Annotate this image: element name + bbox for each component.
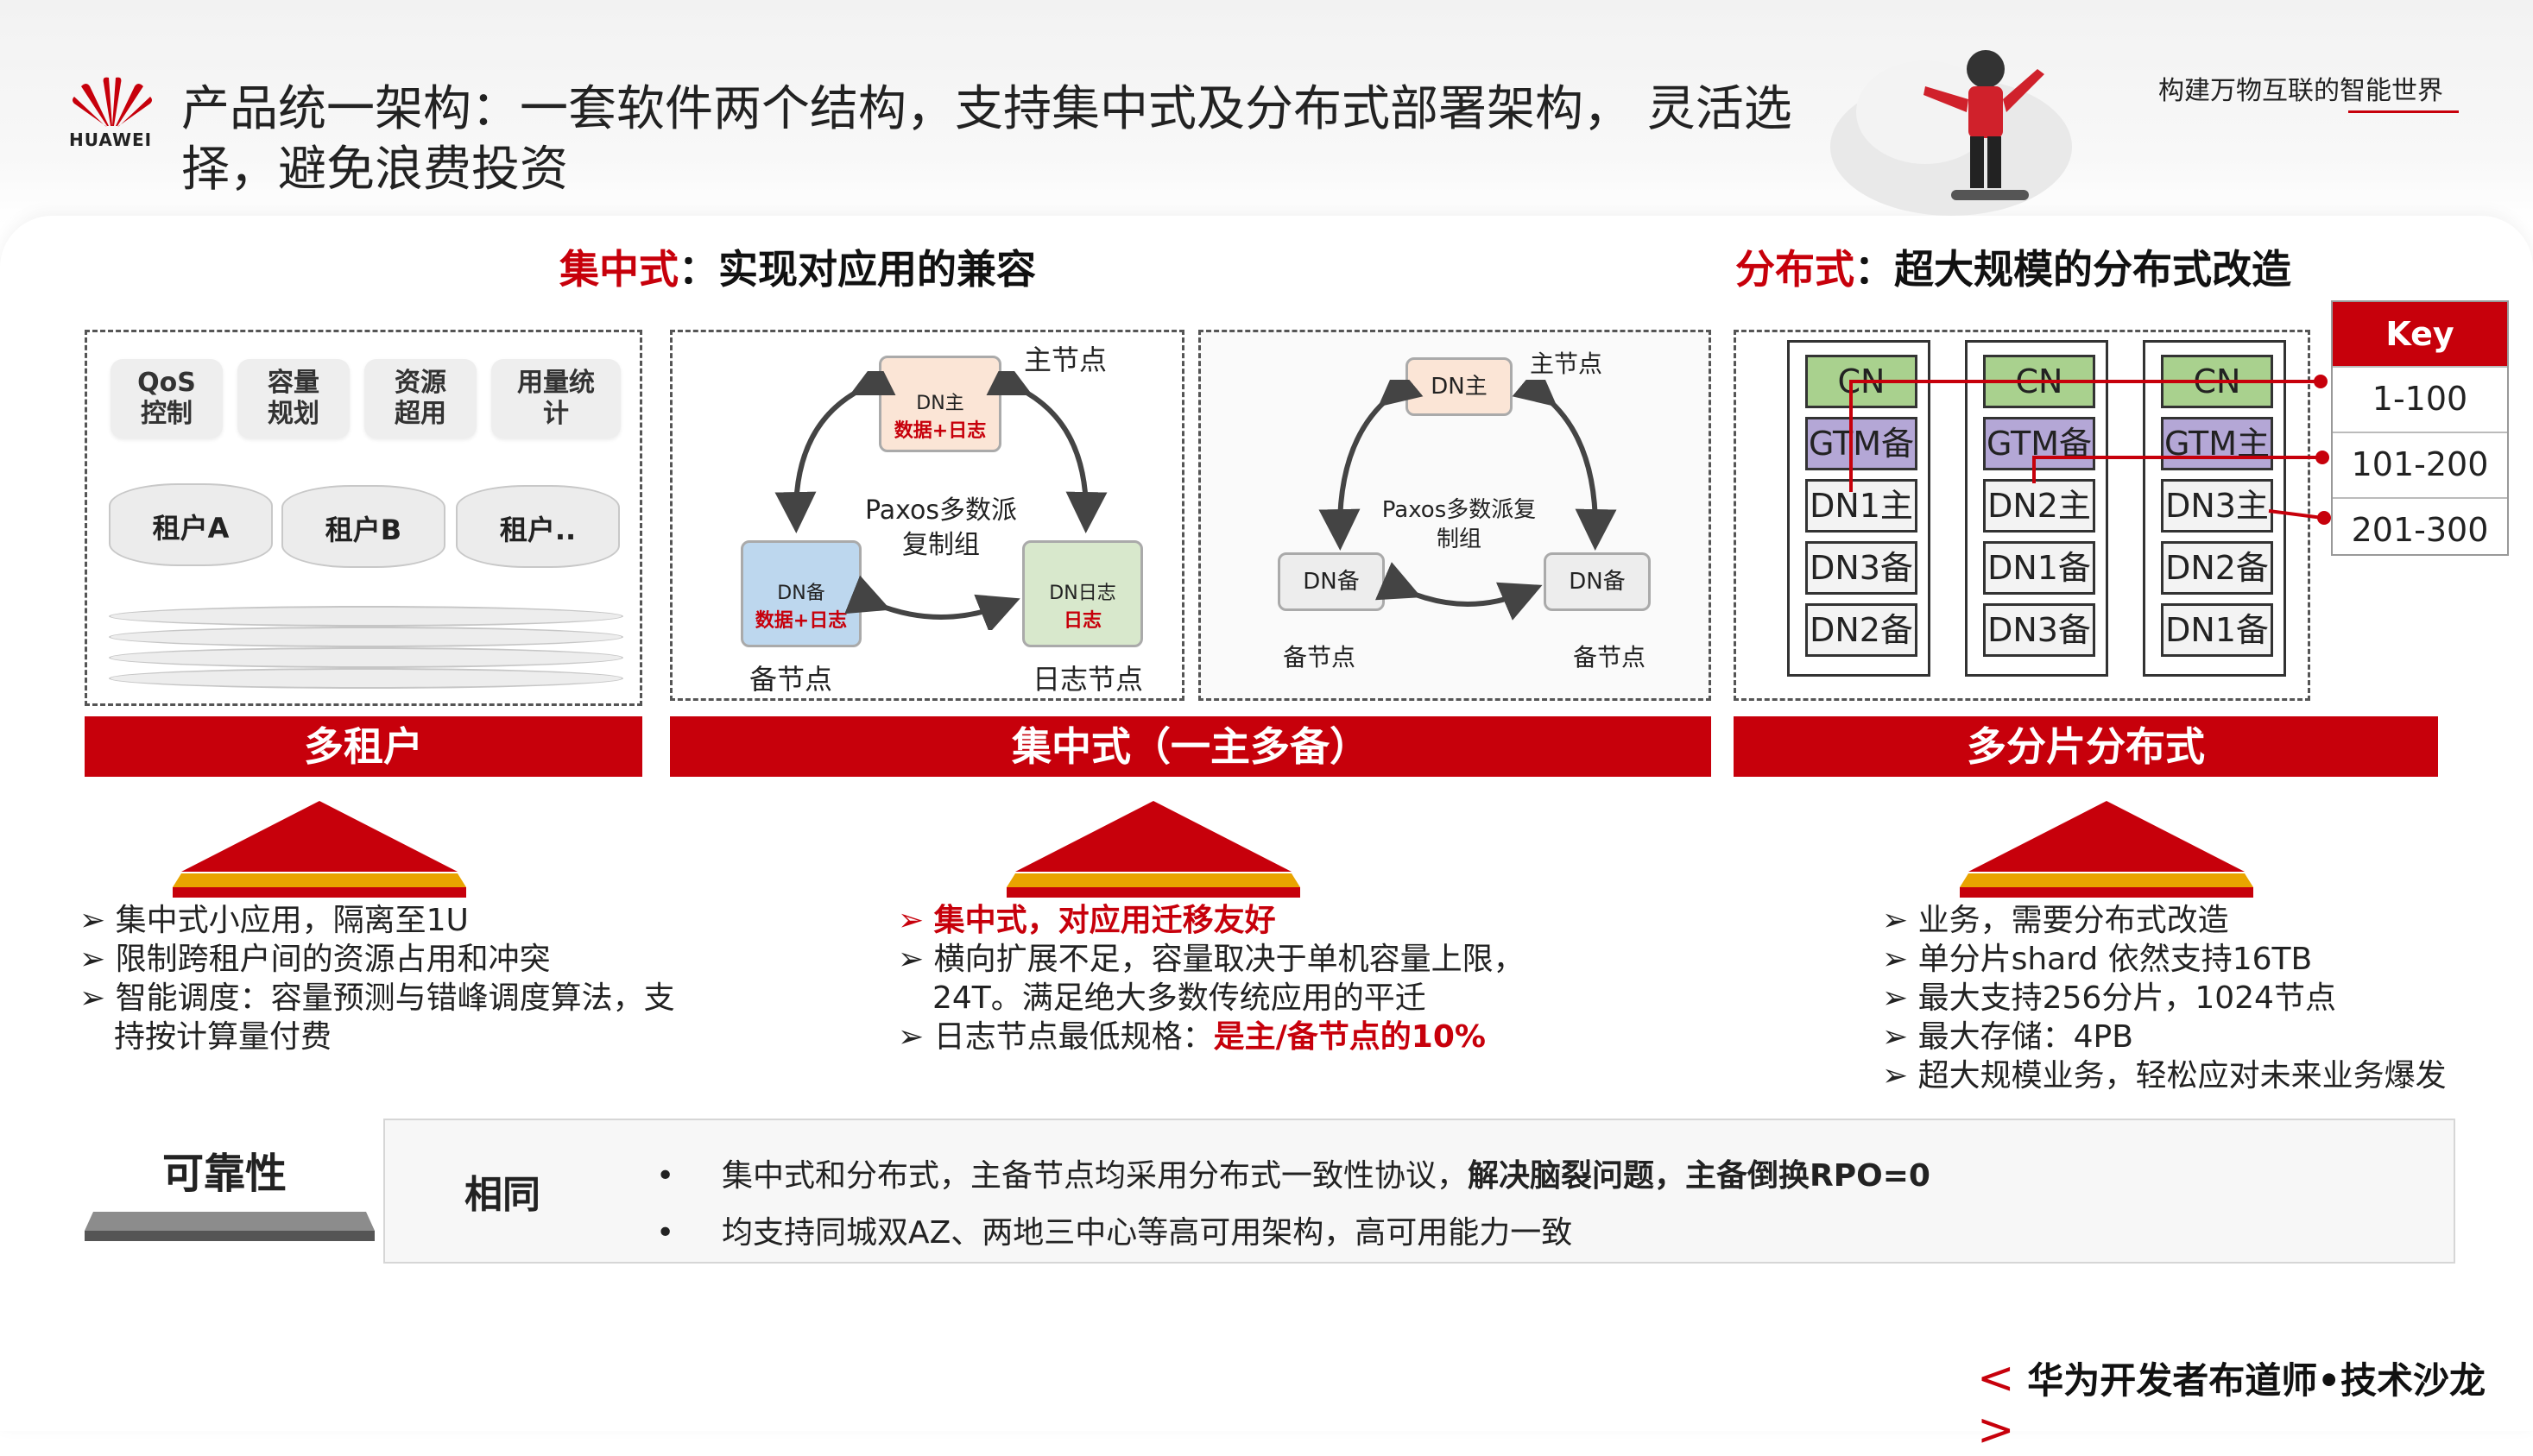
- shard-cell: DN1备: [2161, 603, 2273, 657]
- header-background: [0, 0, 2533, 224]
- shard-cell: DN3备: [1805, 541, 1917, 595]
- distributed-bar: 多分片分布式: [1734, 716, 2438, 777]
- same-label: 相同: [464, 1173, 540, 1217]
- reliability-list: •集中式和分布式，主备节点均采用分布式一致性协议，解决脑裂问题，主备倒换RPO=…: [656, 1148, 2435, 1262]
- feature-qos: QoS 控制: [111, 359, 223, 438]
- shard-cell: DN2主: [1983, 479, 2095, 533]
- up-arrow-icon: [1007, 801, 1300, 898]
- standby-node-label: 备节点: [749, 663, 833, 696]
- key-row: 201-300: [2333, 497, 2507, 563]
- centralized-bullets: ➢ 集中式，对应用迁移友好 ➢ 横向扩展不足，容量取决于单机容量上限，24T。满…: [898, 901, 1528, 1056]
- log-node-label: 日志节点: [1033, 663, 1144, 696]
- list-item: •集中式和分布式，主备节点均采用分布式一致性协议，解决脑裂问题，主备倒换RPO=…: [656, 1158, 1930, 1194]
- list-item: ➢ 单分片shard 依然支持16TB: [1882, 942, 2313, 977]
- dn-primary-node-2: DN主: [1405, 357, 1513, 416]
- multi-tenant-bullets: ➢ 集中式小应用，隔离至1U ➢ 限制跨租户间的资源占用和冲突 ➢ 智能调度：容…: [79, 901, 701, 1056]
- primary-node-label-2: 主节点: [1530, 350, 1603, 378]
- reliability-title: 可靠性: [162, 1150, 287, 1198]
- platform-base-icon: [85, 1212, 375, 1241]
- footer-tagline: < 华为开发者布道师•技术沙龙 >: [1977, 1352, 2486, 1456]
- list-item: ➢ 日志节点最低规格：是主/备节点的10%: [898, 1019, 1486, 1055]
- feature-usage-stats: 用量统 计: [491, 359, 621, 438]
- slogan: 构建万物互联的智能世界: [2158, 76, 2443, 106]
- up-arrow-icon: [173, 801, 466, 898]
- storage-disk: [109, 668, 623, 689]
- dn-log-node: DN日志 日志: [1022, 540, 1143, 647]
- shard-node-column-3: CN GTM主 DN3主 DN2备 DN1备: [2143, 340, 2286, 677]
- brand-name: HUAWEI: [69, 129, 153, 150]
- list-item: ➢ 业务，需要分布式改造: [1882, 903, 2229, 938]
- list-item: ➢ 集中式，对应用迁移友好: [898, 903, 1276, 938]
- primary-node-label: 主节点: [1024, 344, 1108, 376]
- standby-node-label-2: 备节点: [1573, 643, 1646, 671]
- shard-cell: DN2备: [2161, 541, 2273, 595]
- skater-illustration-icon: [1830, 50, 2072, 216]
- page-title: 产品统一架构：一套软件两个结构，支持集中式及分布式部署架构， 灵活选择，避免浪费…: [181, 81, 1792, 198]
- list-item: ➢ 最大存储：4PB: [1882, 1019, 2133, 1055]
- shard-node-column-2: CN GTM备 DN2主 DN1备 DN3备: [1965, 340, 2108, 677]
- shard-key-table: Key 1-100 101-200 201-300: [2331, 300, 2509, 556]
- tenant-a: 租户A: [109, 483, 273, 566]
- list-item: •均支持同城双AZ、两地三中心等高可用架构，高可用能力一致: [656, 1215, 1573, 1251]
- routing-lines-icon: [1849, 375, 2331, 525]
- shard-cell: DN3备: [1983, 603, 2095, 657]
- replication-arrows-icon-2: [1318, 380, 1617, 621]
- shard-cell: DN1备: [1983, 541, 2095, 595]
- feature-resource-overcommit: 资源 超用: [364, 359, 477, 438]
- standby-node-label-1: 备节点: [1283, 643, 1356, 671]
- storage-disk: [109, 627, 623, 647]
- tenant-b: 租户B: [281, 485, 445, 568]
- list-item: ➢ 集中式小应用，隔离至1U: [79, 903, 469, 938]
- reliability-box: [383, 1119, 2455, 1264]
- centralized-bar: 集中式（一主多备）: [670, 716, 1711, 777]
- shard-cell: DN3主: [2161, 479, 2273, 533]
- list-item: ➢ 最大支持256分片，1024节点: [1882, 980, 2336, 1016]
- storage-disk: [109, 606, 623, 627]
- list-item: ➢ 智能调度：容量预测与错峰调度算法，支持按计算量付费: [79, 980, 675, 1055]
- key-row: 1-100: [2333, 366, 2507, 432]
- list-item: ➢ 横向扩展不足，容量取决于单机容量上限，24T。满足绝大多数传统应用的平迁: [898, 942, 1525, 1016]
- storage-disk: [109, 647, 623, 668]
- shard-cell: DN1主: [1805, 479, 1917, 533]
- list-item: ➢ 超大规模业务，轻松应对未来业务爆发: [1882, 1058, 2447, 1094]
- tenant-more: 租户..: [456, 485, 620, 568]
- slogan-underline: [2348, 110, 2459, 113]
- multi-tenant-bar: 多租户: [85, 716, 642, 777]
- key-row: 101-200: [2333, 432, 2507, 497]
- feature-capacity-planning: 容量 规划: [237, 359, 350, 438]
- distributed-bullets: ➢ 业务，需要分布式改造 ➢ 单分片shard 依然支持16TB ➢ 最大支持2…: [1882, 901, 2504, 1095]
- distributed-heading: 分布式：超大规模的分布式改造: [1735, 246, 2291, 293]
- replication-arrows-icon: [774, 371, 1108, 630]
- shard-cell: DN2备: [1805, 603, 1917, 657]
- shard-node-column-1: CN GTM备 DN1主 DN3备 DN2备: [1787, 340, 1930, 677]
- centralized-heading: 集中式：实现对应用的兼容: [559, 246, 1036, 293]
- huawei-logo-icon: [73, 77, 152, 127]
- shard-cell: GTM备: [1805, 417, 1917, 470]
- list-item: ➢ 限制跨租户间的资源占用和冲突: [79, 942, 551, 977]
- dn-standby-node-2: DN备: [1544, 552, 1651, 611]
- key-header: Key: [2333, 302, 2507, 366]
- up-arrow-icon: [1960, 801, 2253, 898]
- dn-standby-node: DN备 数据+日志: [741, 540, 862, 647]
